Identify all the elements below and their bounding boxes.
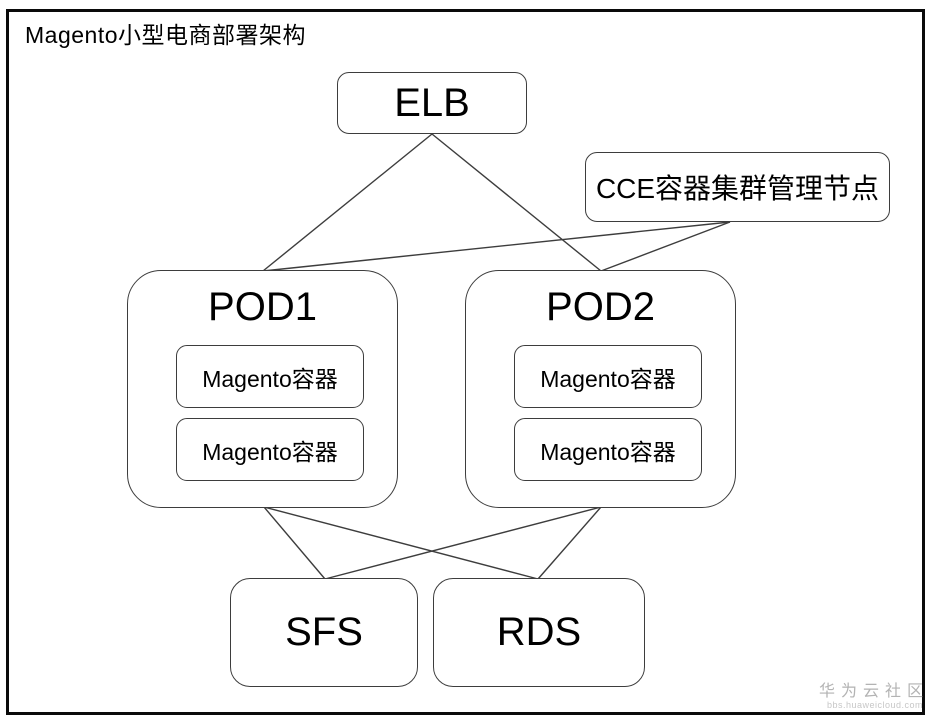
outer-border	[6, 9, 925, 715]
pod2-magento-container-1: Magento容器	[514, 345, 702, 408]
pod2-magento-container-1-label: Magento容器	[540, 365, 676, 392]
pod1-magento-container-2: Magento容器	[176, 418, 364, 481]
pod1-magento-container-1-label: Magento容器	[202, 365, 338, 392]
edge-pod2-sfs	[324, 506, 602, 580]
edge-pod2-rds	[537, 506, 602, 580]
diagram-title: Magento小型电商部署架构	[25, 22, 307, 48]
node-pod1: POD1 Magento容器 Magento容器	[127, 270, 398, 508]
node-elb-label: ELB	[394, 80, 470, 125]
node-rds-label: RDS	[496, 610, 582, 654]
edge-elb-pod2	[431, 133, 602, 272]
node-sfs: SFS	[230, 578, 418, 687]
node-elb: ELB	[337, 72, 527, 134]
node-pod2: POD2 Magento容器 Magento容器	[465, 270, 736, 508]
node-pod1-label: POD1	[208, 285, 317, 329]
pod1-magento-container-2-label: Magento容器	[202, 438, 338, 465]
edge-pod1-rds	[263, 506, 539, 580]
watermark-community-name: 华为云社区	[818, 683, 929, 700]
edge-pod1-sfs	[263, 506, 326, 580]
edge-elb-pod1	[262, 133, 433, 272]
node-sfs-label: SFS	[285, 610, 363, 654]
watermark-url: bbs.huaweicloud.com	[826, 699, 923, 710]
pod1-magento-container-1: Magento容器	[176, 345, 364, 408]
node-cce-label: CCE容器集群管理节点	[595, 173, 880, 204]
watermark: 华为云社区 bbs.huaweicloud.com	[819, 683, 923, 710]
node-rds: RDS	[433, 578, 645, 687]
edge-cce-pod1	[262, 221, 731, 272]
pod2-magento-container-2-label: Magento容器	[540, 438, 676, 465]
node-cce: CCE容器集群管理节点	[585, 152, 890, 222]
node-pod2-label: POD2	[546, 285, 655, 329]
edge-cce-pod2	[600, 221, 731, 272]
pod2-magento-container-2: Magento容器	[514, 418, 702, 481]
